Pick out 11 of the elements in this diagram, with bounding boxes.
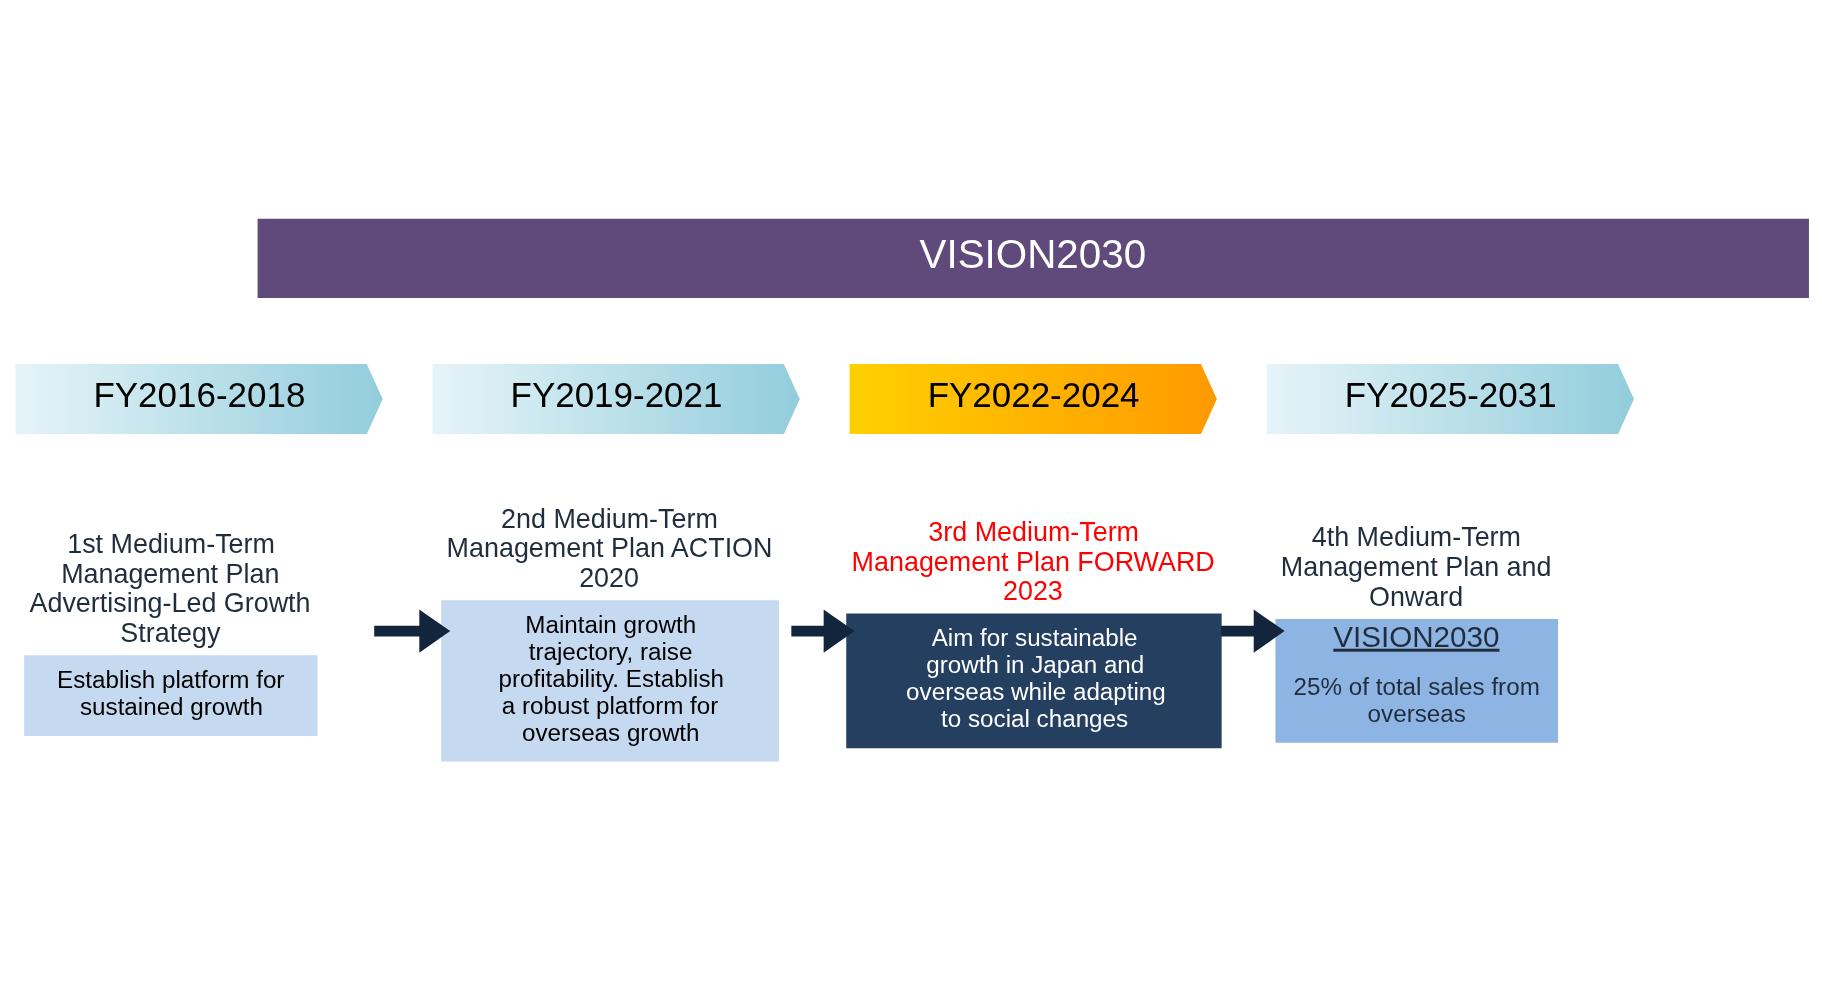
node-box: Aim for sustainable growth in Japan and overseas while adapting to social changes xyxy=(845,613,1222,749)
node-label: 2nd Medium-Term Management Plan ACTION 2020 xyxy=(446,503,772,593)
node-box: Establish platform for sustained growth xyxy=(23,655,317,737)
node-label: 1st Medium-Term Management Plan Advertising-Led Growth Strategy xyxy=(29,529,311,648)
arrow xyxy=(790,609,855,653)
node-box: Maintain growth trajectory, raise profitability. Establish a robust platform for overseas growth xyxy=(440,600,779,762)
arrow xyxy=(373,609,450,653)
node-label: 3rd Medium-Term Management Plan FORWARD 2023 xyxy=(851,516,1215,607)
node-box: VISION2030 xyxy=(257,218,1809,299)
node-label: 4th Medium-Term Management Plan and Onward xyxy=(1280,522,1551,612)
arrow xyxy=(1220,609,1285,653)
